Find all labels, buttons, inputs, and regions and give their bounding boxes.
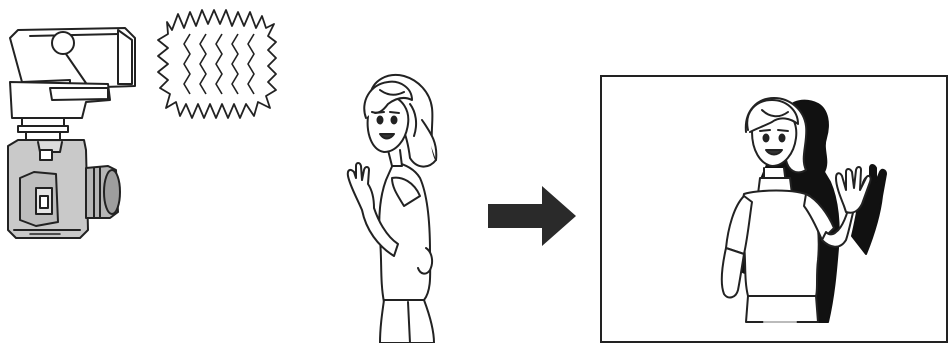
flash-unit	[10, 28, 135, 142]
photo-result-frame	[601, 76, 947, 342]
flash-burst-icon	[158, 10, 276, 118]
woman-waving-icon	[348, 75, 437, 343]
camera-body	[8, 140, 120, 238]
right-arrow-icon	[488, 186, 576, 246]
camera-with-flash-icon	[8, 28, 135, 238]
